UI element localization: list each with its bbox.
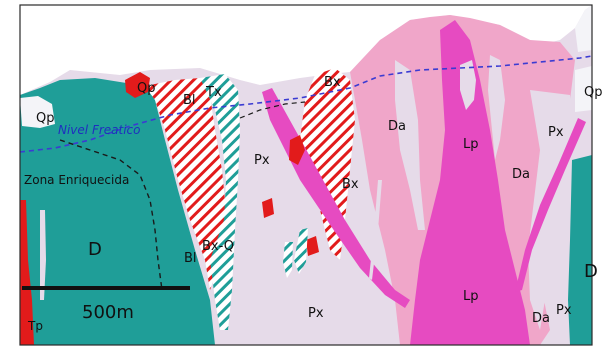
label-lp-lower: Lp [463, 289, 479, 304]
label-da-upper: Da [388, 119, 406, 134]
label-bx-top: Bx [324, 75, 341, 90]
label-px-center: Px [254, 153, 270, 168]
label-bl-bottom: Bl [184, 251, 197, 266]
label-bx-mid: Bx [342, 177, 359, 192]
label-zona: Zona Enriquecida [24, 173, 129, 187]
label-d-right: D [584, 261, 598, 282]
label-da-right: Da [512, 167, 530, 182]
label-bl-top: Bl [183, 93, 196, 108]
label-d-left: D [88, 239, 102, 260]
label-px-lower-right: Px [556, 303, 572, 318]
qp-cap-top [575, 5, 592, 52]
label-qp-right: Qp [584, 85, 602, 100]
label-nivel-freatico: Nivel Freatico [58, 123, 141, 137]
label-tx: Tx [205, 85, 222, 100]
label-tp: Tp [27, 319, 43, 333]
label-lp-upper: Lp [463, 137, 479, 152]
label-da-lower: Da [532, 311, 550, 326]
label-px-bottom: Px [308, 306, 324, 321]
d-unit-right [568, 155, 592, 345]
label-bx-q: Bx-Q [202, 239, 234, 254]
label-qp-left: Qp [36, 111, 54, 126]
scale-bar-label: 500m [82, 302, 134, 323]
label-qp-top: Qp [137, 81, 155, 96]
label-px-right: Px [548, 125, 564, 140]
